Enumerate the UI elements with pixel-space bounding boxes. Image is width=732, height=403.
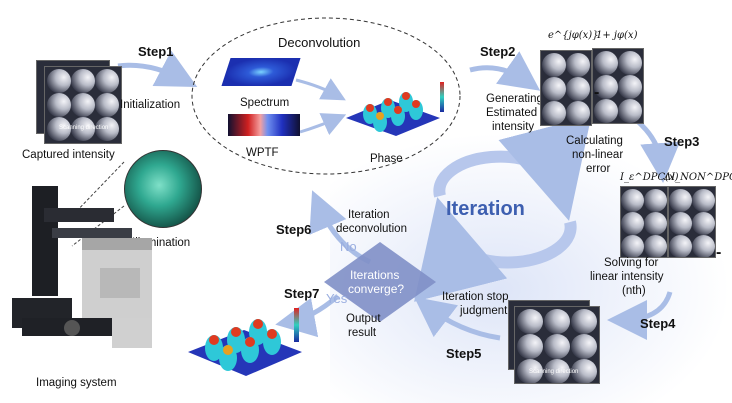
- step3-label: Step3: [664, 134, 700, 149]
- i-dpc-term: I_ε^DPC(x): [620, 172, 679, 183]
- minus-sign-2: -: [716, 244, 722, 261]
- arrow-wptf-phase: [299, 113, 347, 136]
- nonlinear-error-2: [668, 186, 716, 258]
- phase-plot: [336, 78, 446, 142]
- output-line1: Output: [346, 313, 381, 325]
- captured-intensity-label: Captured intensity: [22, 149, 115, 161]
- delta-i-term: ΔI_NON^DPC(x): [664, 172, 732, 183]
- exp-term: e^{jφ(x)}: [548, 30, 599, 41]
- microscope-image: [12, 168, 162, 368]
- yes-label: Yes: [326, 291, 348, 306]
- wptf-image: [228, 114, 300, 136]
- solving-line3: (nth): [622, 285, 646, 297]
- convergence-diamond: [324, 242, 436, 322]
- step6-label: Step6: [276, 222, 312, 237]
- output-plot: [180, 300, 310, 382]
- captured-intensity-image: Scanning direction: [44, 66, 122, 144]
- deconvolution-ellipse: [191, 17, 461, 175]
- no-label: No: [340, 239, 357, 254]
- wptf-label: WPTF: [246, 147, 279, 159]
- iteration-deconv-line1: Iteration: [348, 209, 390, 221]
- calculating-line1: Calculating: [566, 135, 623, 147]
- estimated-intensity-1: [540, 50, 592, 126]
- phase-label: Phase: [370, 153, 403, 165]
- solving-line2: linear intensity: [590, 271, 664, 283]
- arrow-step5: [414, 296, 501, 341]
- minus-sign-1: -: [594, 84, 600, 101]
- spectrum-image: [221, 58, 301, 86]
- iteration-deconv-line2: deconvolution: [336, 223, 407, 235]
- one-plus-term: 1+ jφ(x): [596, 30, 638, 41]
- arrow-step4: [607, 291, 673, 340]
- callout-line-2: [71, 205, 125, 247]
- nonlinear-error-1: [620, 186, 668, 258]
- step1-label: Step1: [138, 44, 174, 59]
- scale-text: Scanning direction: [59, 125, 109, 131]
- arrow-spectrum-phase: [295, 78, 346, 101]
- arrow-step1: [117, 50, 198, 88]
- calculating-line3: error: [586, 163, 611, 175]
- converge-line1: Iterations: [350, 268, 400, 282]
- arrow-step7: [275, 294, 340, 338]
- deconvolution-title: Deconvolution: [278, 35, 361, 50]
- generating-line1: Generating: [486, 93, 543, 105]
- callout-line-1: [69, 161, 125, 219]
- iteration-stop-line1: Iteration stop: [442, 291, 509, 303]
- step4-label: Step4: [640, 316, 676, 331]
- iteration-text: Iteration: [446, 198, 525, 220]
- arrow-step2: [469, 51, 541, 91]
- calculating-line2: non-linear: [572, 149, 624, 161]
- converge-line2: converge?: [348, 282, 405, 296]
- iteration-arrow-top: [433, 115, 592, 221]
- step5-label: Step5: [446, 346, 482, 361]
- output-line2: result: [348, 327, 377, 339]
- generating-line2: Estimated: [486, 107, 538, 119]
- generating-line3: intensity: [492, 121, 535, 133]
- linear-intensity-image: Scanning direction: [514, 306, 600, 384]
- solving-line1: Solving for: [604, 257, 659, 269]
- estimated-intensity-2: [592, 48, 644, 124]
- spectrum-label: Spectrum: [240, 97, 290, 109]
- illumination-image: [124, 150, 202, 228]
- arrow-step3: [634, 118, 681, 183]
- scale-text-2: Scanning direction: [529, 369, 579, 375]
- step7-label: Step7: [284, 286, 320, 301]
- step2-label: Step2: [480, 44, 516, 59]
- iteration-stop-line2: judgment: [460, 305, 508, 317]
- initialization-label: Initialization: [120, 99, 181, 111]
- iteration-arrow-bottom: [414, 197, 577, 302]
- imaging-system-label: Imaging system: [36, 377, 117, 389]
